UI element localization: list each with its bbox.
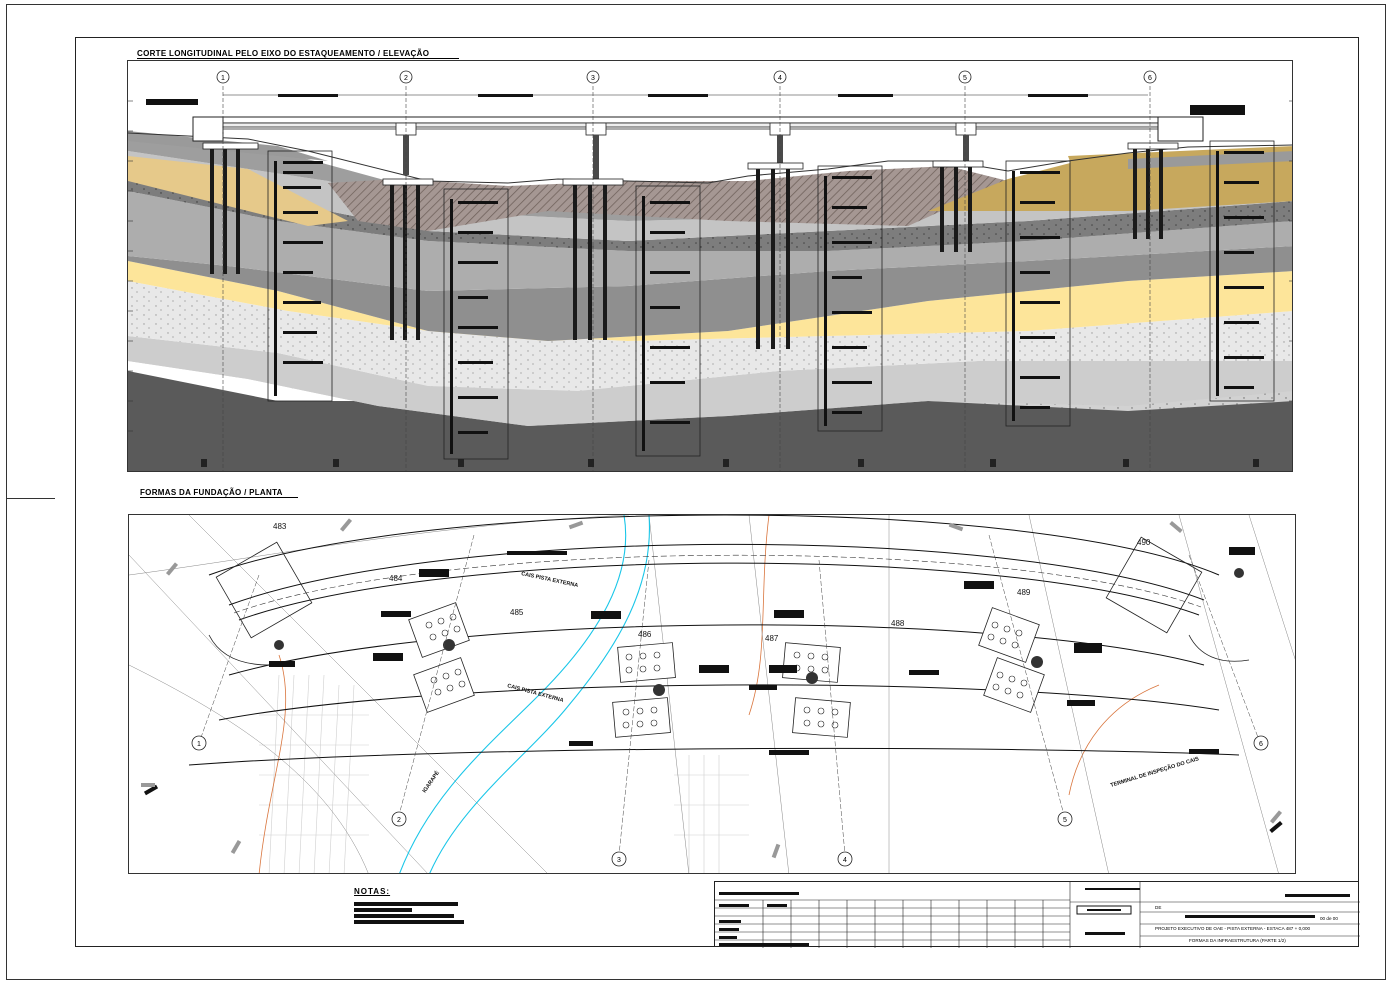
station-489: 489 bbox=[1017, 588, 1031, 597]
plan-axis-3: 3 bbox=[617, 857, 621, 864]
road-label-upper: CAIS PISTA EXTERNA bbox=[521, 571, 579, 589]
station-488: 488 bbox=[891, 619, 905, 628]
plan-drawing: 1 2 3 4 5 6 483 484 485 486 487 488 489 … bbox=[129, 515, 1295, 873]
notes-block: NOTAS: bbox=[354, 887, 474, 947]
elev-axis-2: 2 bbox=[404, 75, 408, 82]
plan-title-underline bbox=[140, 497, 298, 498]
elevation-title: CORTE LONGITUDINAL PELO EIXO DO ESTAQUEA… bbox=[137, 49, 430, 58]
terminal-label: TERMINAL DE INSPEÇÃO DO CAIS bbox=[1110, 755, 1201, 789]
drawing-sheet bbox=[6, 4, 1386, 980]
fold-mark bbox=[7, 498, 55, 499]
station-490: 490 bbox=[1137, 538, 1151, 547]
station-484: 484 bbox=[389, 574, 403, 583]
sheet-number: 00 de 00 bbox=[1320, 916, 1338, 921]
elev-axis-1: 1 bbox=[221, 75, 225, 82]
road-label-lower: CAIS PISTA EXTERNA bbox=[506, 683, 564, 704]
elevation-title-underline bbox=[137, 58, 459, 59]
station-487: 487 bbox=[765, 634, 779, 643]
plan-axis-2: 2 bbox=[397, 817, 401, 824]
drawing-line: FORMAS DA INFRAESTRUTURA (PARTE 1/2) bbox=[1189, 938, 1286, 943]
elev-axis-4: 4 bbox=[778, 75, 782, 82]
station-483: 483 bbox=[273, 522, 287, 531]
elev-axis-5: 5 bbox=[963, 75, 967, 82]
plan-axis-4: 4 bbox=[843, 857, 847, 864]
elev-axis-6: 6 bbox=[1148, 75, 1152, 82]
project-line: PROJETO EXECUTIVO DE OAE - PISTA EXTERNA… bbox=[1155, 926, 1311, 931]
borehole-annotations bbox=[283, 151, 1264, 434]
foundation-plan: 1 2 3 4 5 6 483 484 485 486 487 488 489 … bbox=[128, 514, 1296, 874]
plan-axis-1: 1 bbox=[197, 741, 201, 748]
note-line bbox=[354, 908, 412, 912]
title-block: DE 00 de 00 PROJETO EXECUTIVO DE OAE - P… bbox=[714, 881, 1360, 948]
title-block-grid bbox=[715, 882, 1360, 948]
elevation-section: 1 2 3 4 5 6 bbox=[127, 60, 1293, 472]
plan-axis-5: 5 bbox=[1063, 817, 1067, 824]
note-line bbox=[354, 902, 458, 906]
station-485: 485 bbox=[510, 608, 524, 617]
note-line bbox=[354, 920, 464, 924]
title-block-de: DE bbox=[1155, 905, 1162, 910]
note-line bbox=[354, 914, 454, 918]
river-label: IGARAPÉ bbox=[420, 769, 441, 794]
station-486: 486 bbox=[638, 630, 652, 639]
plan-axis-6: 6 bbox=[1259, 741, 1263, 748]
elev-axis-3: 3 bbox=[591, 75, 595, 82]
elevation-drawing: 1 2 3 4 5 6 bbox=[128, 70, 1292, 471]
plan-title: FORMAS DA FUNDAÇÃO / PLANTA bbox=[140, 488, 283, 497]
notes-title: NOTAS: bbox=[354, 887, 391, 896]
